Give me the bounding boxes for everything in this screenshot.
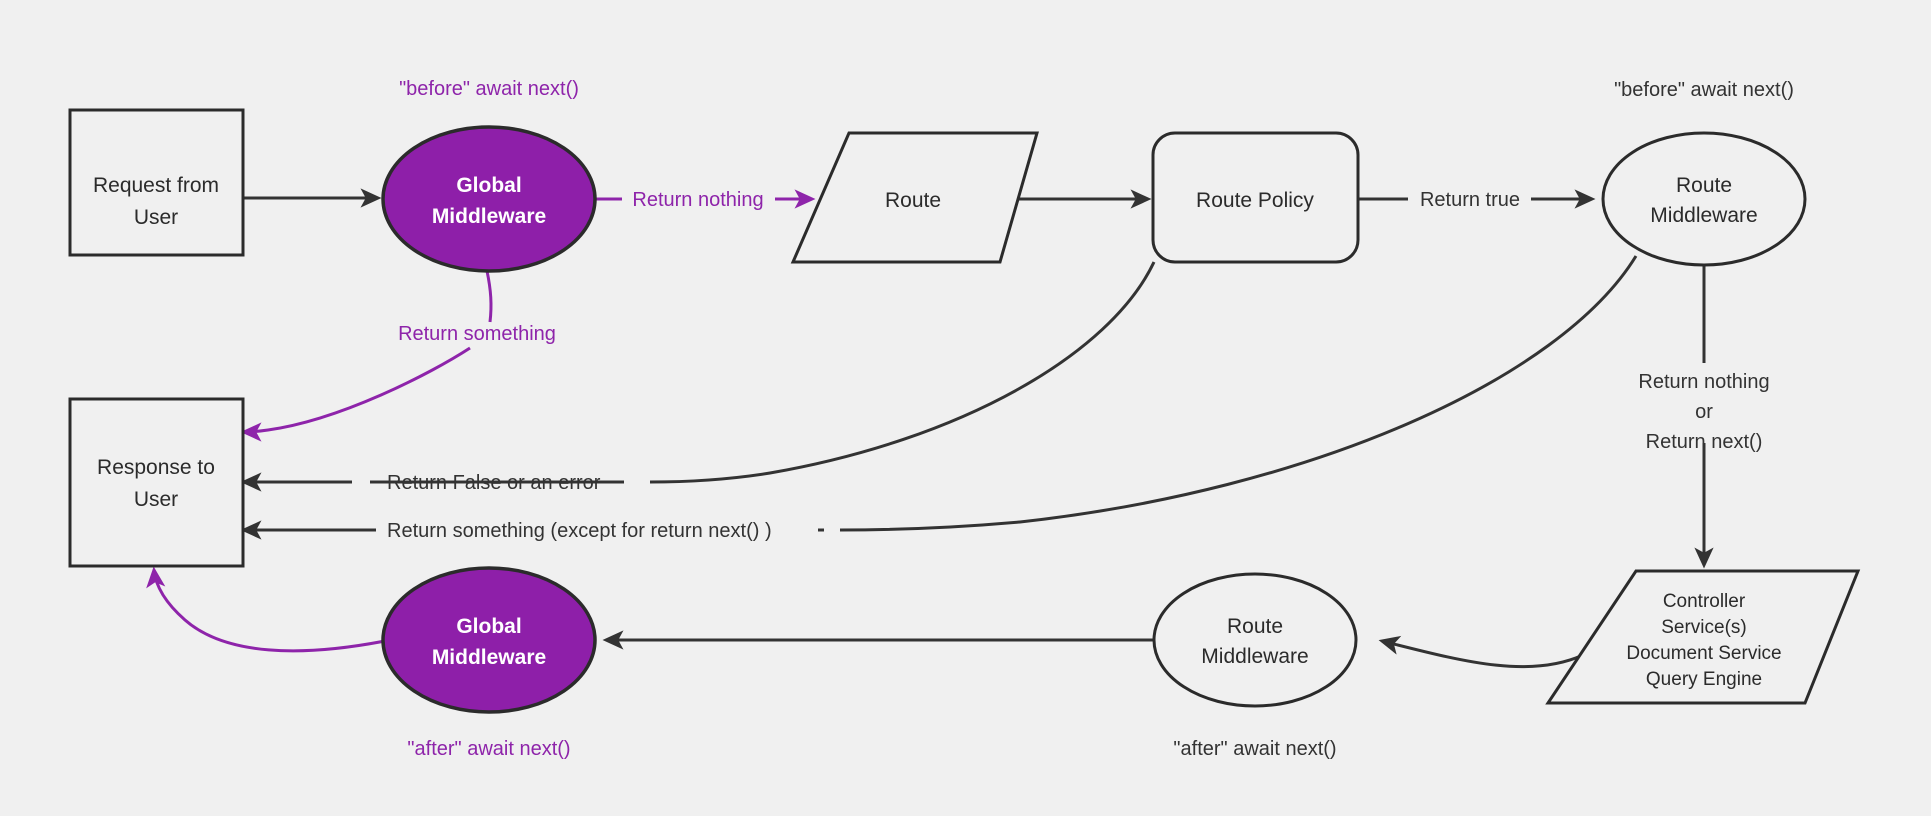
node-request-from-user-line1: Request from <box>93 174 219 197</box>
edge-label-return-false-or-error: Return False or an error <box>387 472 601 494</box>
node-controller-line2: Service(s) <box>1661 617 1747 638</box>
annotation-before-await-next-global: "before" await next() <box>399 78 579 100</box>
node-global-middleware-bottom[interactable]: Global Middleware <box>381 566 597 714</box>
node-global-middleware-bottom-line1: Global <box>456 615 521 638</box>
node-route-middleware-bottom[interactable]: Route Middleware <box>1152 572 1358 708</box>
node-global-middleware-top-line1: Global <box>456 174 521 197</box>
edge-label-return-nothing: Return nothing <box>632 189 763 211</box>
edge-global-middleware-top-to-response <box>240 270 493 442</box>
annotation-before-await-next-route: "before" await next() <box>1614 79 1794 101</box>
node-request-from-user[interactable]: Request from User <box>68 108 245 257</box>
node-response-to-user-line1: Response to <box>97 456 215 479</box>
node-route-middleware-top-line2: Middleware <box>1650 204 1757 227</box>
edge-label-return-nothing-or-next-line3: Return next() <box>1646 431 1763 453</box>
node-route-policy[interactable]: Route Policy <box>1151 131 1360 264</box>
edge-label-return-nothing-or-next-line2: or <box>1695 401 1713 423</box>
node-route-middleware-bottom-line2: Middleware <box>1201 645 1308 668</box>
node-route-policy-label: Route Policy <box>1196 189 1314 212</box>
node-request-from-user-line2: User <box>134 206 178 229</box>
node-controller-line4: Query Engine <box>1646 669 1762 690</box>
edge-label-return-true: Return true <box>1420 189 1520 211</box>
annotation-after-await-next-global: "after" await next() <box>407 738 570 760</box>
edge-label-return-nothing-or-next-line1: Return nothing <box>1638 371 1769 393</box>
node-global-middleware-top-line2: Middleware <box>432 205 546 228</box>
node-route-middleware-top-line1: Route <box>1676 174 1732 197</box>
node-global-middleware-top[interactable]: Global Middleware <box>381 125 597 273</box>
node-controller[interactable]: Controller Service(s) Document Service Q… <box>1545 569 1861 705</box>
edge-global-middleware-bottom-to-response <box>146 566 391 653</box>
node-controller-line3: Document Service <box>1626 643 1781 664</box>
node-response-to-user[interactable]: Response to User <box>68 397 245 568</box>
edge-route-middleware-top-to-response <box>240 255 1638 540</box>
edge-route-policy-to-response <box>240 261 1156 492</box>
edge-label-return-something: Return something <box>398 323 556 345</box>
node-route-middleware-bottom-line1: Route <box>1227 615 1283 638</box>
node-controller-line1: Controller <box>1663 591 1746 612</box>
node-route[interactable]: Route <box>790 131 1039 264</box>
node-route-label: Route <box>885 189 941 212</box>
edge-controller-to-route-middleware-bottom <box>1378 635 1584 669</box>
annotation-after-await-next-route: "after" await next() <box>1173 738 1336 760</box>
node-response-to-user-line2: User <box>134 488 178 511</box>
node-global-middleware-bottom-line2: Middleware <box>432 646 546 669</box>
edge-label-return-something-except: Return something (except for return next… <box>387 520 772 542</box>
node-route-middleware-top[interactable]: Route Middleware <box>1601 131 1807 267</box>
